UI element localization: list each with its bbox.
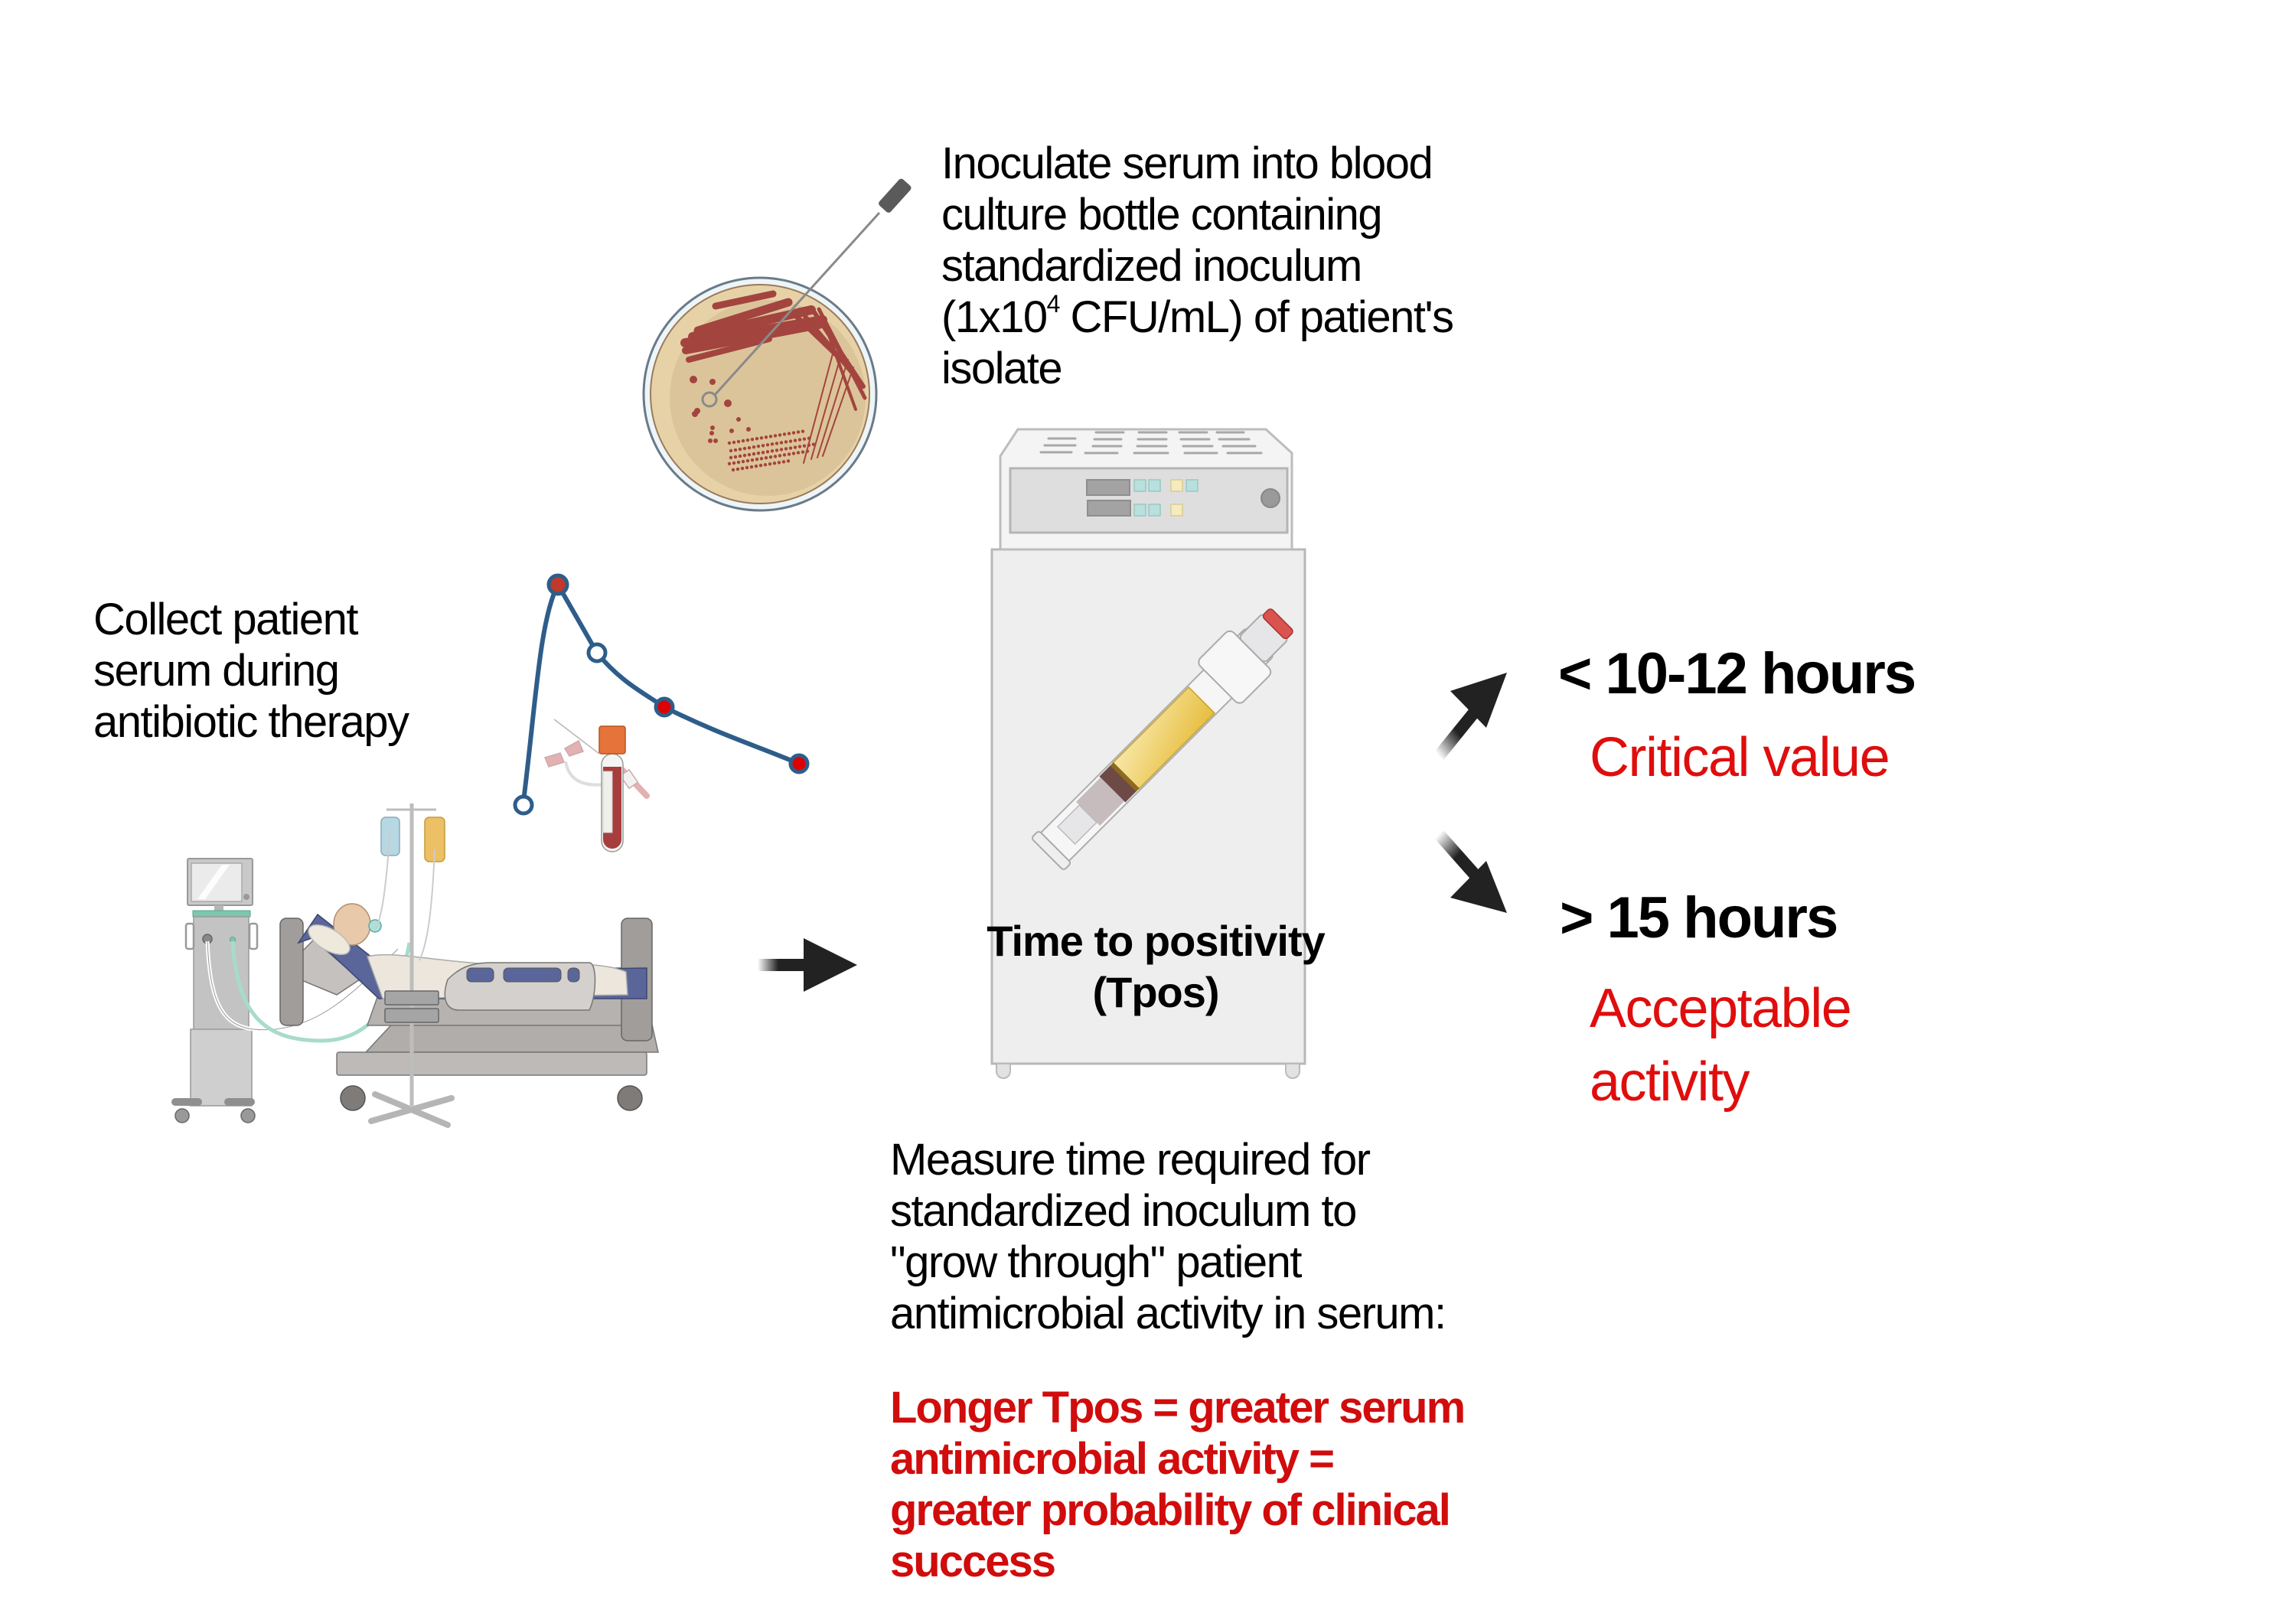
blood-tube-icon [598, 725, 626, 852]
butterfly-needle-icon [543, 719, 650, 799]
conclusion-line-3: greater probability of clinical [890, 1485, 1451, 1535]
vent-slots [1039, 431, 1263, 455]
inoculate-line-2: culture bottle containing [941, 190, 1383, 240]
inoculate-line-3: standardized inoculum [941, 241, 1362, 291]
tpos-label-line-2: (Tpos) [1092, 968, 1219, 1016]
step-inoculate-text: Inoculate serum into blood culture bottl… [941, 138, 1455, 394]
pk-point-trough-pre [513, 794, 534, 816]
outcome-2-line-1: Acceptable [1590, 978, 1852, 1039]
conclusion-line-2: antimicrobial activity = [890, 1434, 1335, 1484]
collect-line-2: serum during [93, 646, 340, 696]
tpos-label-line-1: Time to positivity [987, 917, 1325, 965]
blood-culture-bottle-icon [1032, 608, 1293, 870]
inoculate-line-4: (1x104 CFU/mL) of patient's [941, 289, 1455, 343]
inoculum-exponent: 4 [1046, 289, 1061, 318]
step-measure-text: Measure time required for standardized i… [890, 1134, 1446, 1339]
measure-line-3: "grow through" patient [890, 1237, 1302, 1287]
inoculum-prefix: (1x10 [941, 292, 1048, 342]
pk-point-trough [788, 753, 810, 774]
pk-point-mid-2 [654, 696, 675, 718]
conclusion-text: Longer Tpos = greater serum antimicrobia… [890, 1382, 1466, 1587]
inoculum-suffix: CFU/mL) of patient's [1058, 292, 1455, 342]
step-collect-text: Collect patient serum during antibiotic … [93, 594, 409, 748]
iv-pole-icon [368, 804, 455, 1128]
outcome-1-interpretation: Critical value [1590, 727, 1890, 788]
collect-line-1: Collect patient [93, 595, 359, 644]
pk-point-mid-1 [586, 642, 608, 663]
inoculate-line-1: Inoculate serum into blood [941, 139, 1433, 188]
measure-line-4: antimicrobial activity in serum: [890, 1289, 1446, 1338]
outcome-1-threshold: < 10-12 hours [1558, 641, 1916, 706]
colony-dots: (function(){ var g = document.currentScr… [727, 429, 816, 472]
conclusion-line-1: Longer Tpos = greater serum [890, 1383, 1466, 1433]
ventilator-icon [171, 858, 412, 1123]
pk-point-peak [546, 573, 569, 596]
blood-culture-instrument-icon [990, 428, 1306, 1079]
inoculation-loop-icon [701, 178, 912, 408]
arrow-up-right-icon [1433, 673, 1507, 761]
measure-line-2: standardized inoculum to [890, 1186, 1357, 1236]
outcome-2-interpretation: Acceptable activity [1590, 972, 1852, 1119]
arrow-right-icon [758, 938, 857, 992]
outcome-2-threshold: > 15 hours [1560, 885, 1838, 950]
pk-curve-chart [513, 573, 810, 816]
outcome-2-line-2: activity [1590, 1051, 1750, 1113]
arrow-down-right-icon [1434, 830, 1507, 913]
measure-line-1: Measure time required for [890, 1135, 1371, 1185]
inoculate-line-5: isolate [941, 344, 1063, 393]
pk-curve-line [521, 579, 801, 802]
collect-line-3: antibiotic therapy [93, 697, 409, 747]
conclusion-line-4: success [890, 1537, 1056, 1586]
petri-dish-icon: (function(){ var g = document.currentScr… [642, 276, 878, 512]
instrument-label: Time to positivity (Tpos) [964, 915, 1347, 1018]
